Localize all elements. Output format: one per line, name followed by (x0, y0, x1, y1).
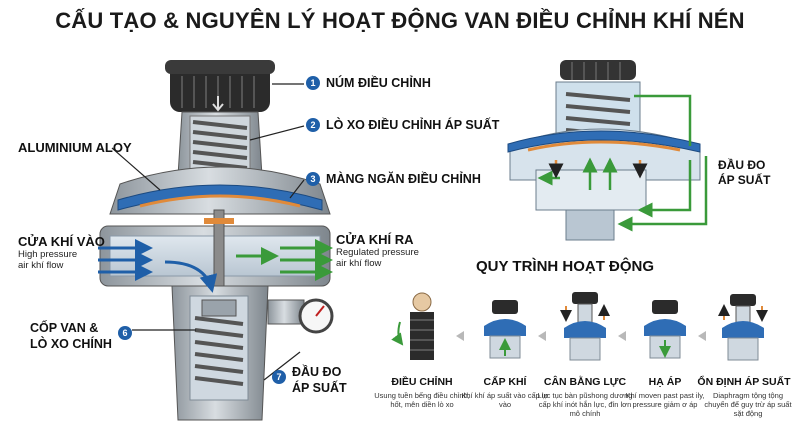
callout-main-valve: CỐP VAN & LÒ XO CHÍNH 6 (30, 320, 132, 352)
detail-gauge-line-2: ÁP SUẤT (718, 173, 770, 188)
callout-label: MÀNG NGĂN ĐIỀU CHỈNH (326, 172, 481, 186)
callout-number: 6 (118, 326, 132, 340)
callout-label: NÚM ĐIỀU CHỈNH (326, 76, 431, 90)
step-3-icon (564, 292, 606, 360)
step-1-desc: Usung tuền bếng điều chỉnh, hốt, mên diề… (374, 391, 470, 409)
outlet-label: CỬA KHÍ RA Regulated pressure air khí fl… (336, 232, 419, 269)
step-5-desc: Diaphragm tộng tộng chuyển để guy trừ áp… (700, 391, 796, 418)
outlet-desc-1: Regulated pressure (336, 247, 419, 258)
inlet-desc-1: High pressure (18, 249, 105, 260)
inlet-label: CỬA KHÍ VÀO High pressure air khí flow (18, 234, 105, 271)
step-4-desc: Khí moven past past ily, pressure giảm ơ… (617, 391, 713, 409)
outlet-title: CỬA KHÍ RA (336, 232, 419, 247)
callout-number: 3 (306, 172, 320, 186)
callout-label: LÒ XO ĐIỀU CHỈNH ÁP SUẤT (326, 118, 499, 132)
callout-number: 7 (272, 370, 286, 384)
callout-number: 2 (306, 118, 320, 132)
step-1-icon (398, 293, 434, 360)
detail-gauge-line-1: ĐẦU ĐO (718, 158, 770, 173)
adjusting-knob (165, 60, 275, 112)
step-5-title: ỔN ĐỊNH ÁP SUẤT (694, 376, 794, 388)
detail-view (508, 60, 706, 240)
callout-label: CỐP VAN & LÒ XO CHÍNH (30, 320, 112, 352)
process-icons (398, 292, 764, 360)
callout-number: 1 (306, 76, 320, 90)
callout-knob: 1 NÚM ĐIỀU CHỈNH (306, 76, 431, 90)
step-2-icon (484, 300, 526, 358)
callout-spring: 2 LÒ XO ĐIỀU CHỈNH ÁP SUẤT (306, 118, 499, 132)
material-label: ALUMINIUM ALOY (18, 140, 132, 155)
callout-gauge: 7 ĐẦU ĐO ÁP SUẤT (272, 364, 347, 396)
inlet-desc-2: air khí flow (18, 260, 105, 271)
step-4-icon (644, 300, 686, 358)
callout-label: ĐẦU ĐO ÁP SUẤT (292, 364, 347, 396)
process-heading: QUY TRÌNH HOẠT ĐỘNG (476, 258, 654, 275)
outlet-desc-2: air khí flow (336, 258, 419, 269)
step-5-icon (722, 294, 764, 360)
callout-diaphragm: 3 MÀNG NGĂN ĐIỀU CHỈNH (306, 172, 481, 186)
detail-gauge-label: ĐẦU ĐO ÁP SUẤT (718, 158, 770, 188)
inlet-title: CỬA KHÍ VÀO (18, 234, 105, 249)
